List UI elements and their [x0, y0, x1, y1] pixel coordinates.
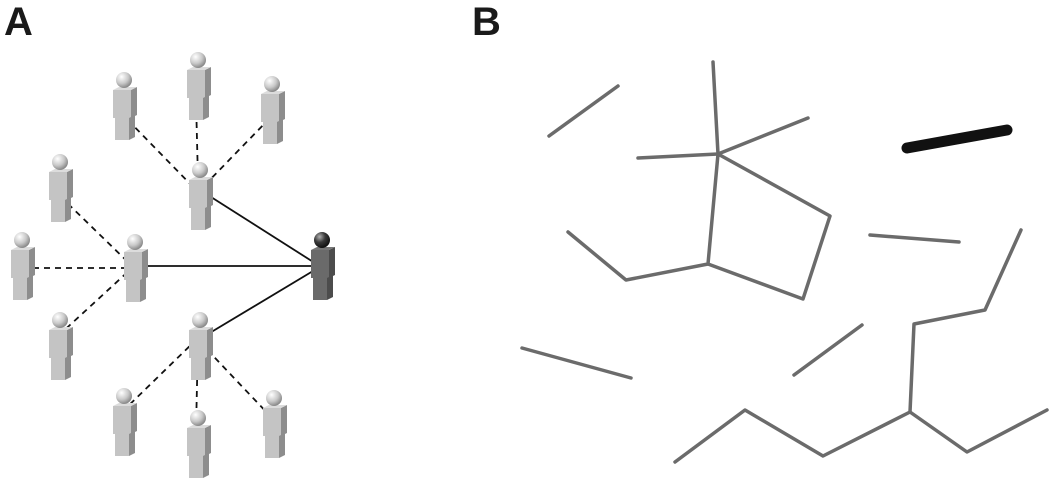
panel-label-a: A	[4, 0, 33, 44]
person	[187, 52, 211, 120]
segment	[636, 116, 810, 160]
highlighted-segment	[901, 124, 1013, 154]
leaf-link	[119, 111, 199, 193]
panel-label-b: B	[472, 0, 501, 44]
person	[113, 72, 137, 140]
segment	[868, 233, 961, 244]
central-person	[311, 232, 335, 300]
leaf-link	[199, 117, 271, 191]
segment	[792, 323, 864, 377]
person	[49, 312, 73, 380]
segment	[547, 84, 620, 138]
segment	[520, 346, 633, 380]
person	[113, 388, 137, 456]
leaf-link	[59, 195, 133, 267]
person	[189, 162, 213, 230]
network-links	[22, 99, 319, 431]
segment	[566, 60, 720, 282]
person	[263, 390, 287, 458]
person	[11, 232, 35, 300]
segment	[908, 228, 1023, 414]
person	[49, 154, 73, 222]
hub-link-top	[199, 189, 319, 266]
segment	[673, 408, 1049, 464]
leaf-link	[121, 337, 199, 413]
segments	[520, 60, 1049, 464]
people	[11, 52, 335, 478]
person	[189, 312, 213, 380]
person	[261, 76, 285, 144]
segment	[706, 152, 832, 301]
hub-link-bottom	[197, 267, 319, 341]
leaf-link	[57, 267, 133, 337]
person	[124, 234, 148, 302]
person	[187, 410, 211, 478]
